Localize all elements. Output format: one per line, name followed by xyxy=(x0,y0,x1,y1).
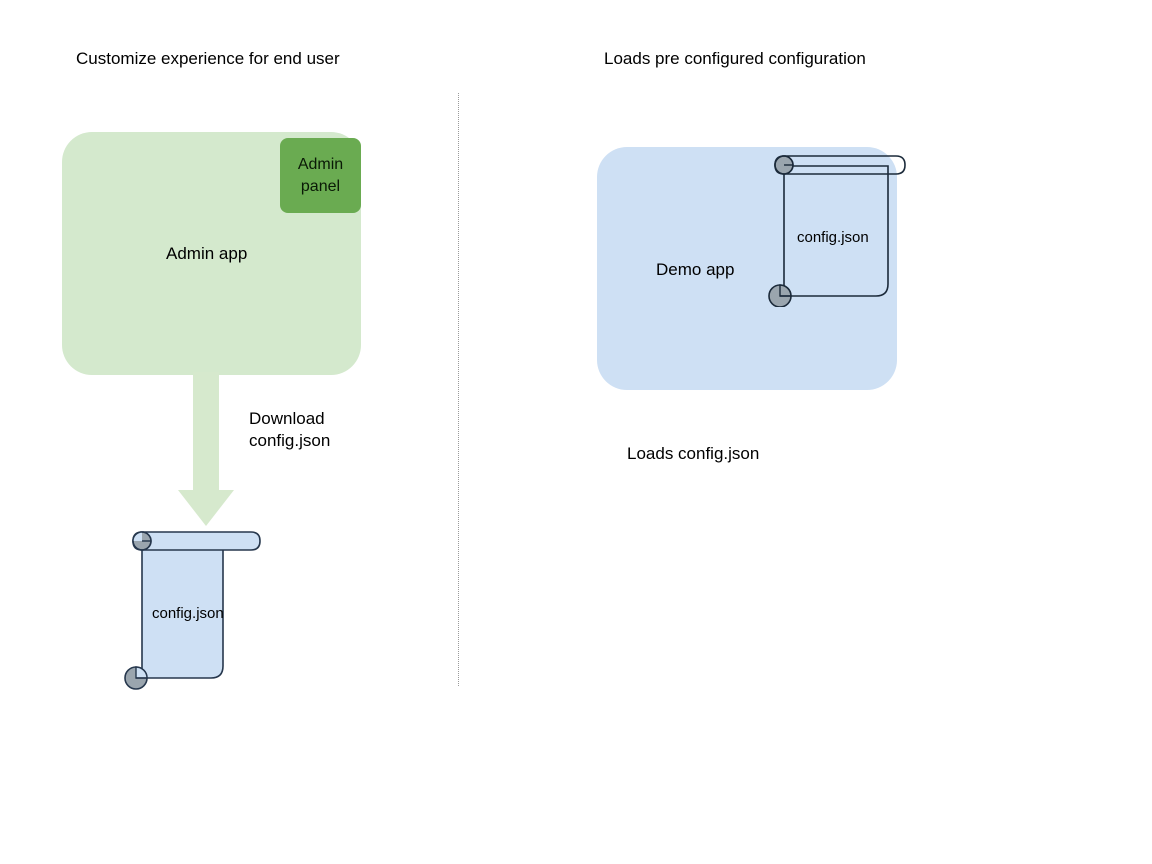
config-json-left-label: config.json xyxy=(152,605,224,622)
right-panel-title: Loads pre configured configuration xyxy=(604,49,866,68)
config-json-file-left[interactable] xyxy=(118,528,268,692)
admin-app-label: Admin app xyxy=(166,244,248,263)
download-arrow-icon xyxy=(178,372,234,526)
config-json-file-right[interactable] xyxy=(768,152,918,307)
config-json-right-label: config.json xyxy=(797,229,869,246)
panel-divider xyxy=(458,93,459,686)
admin-panel-label: Admin panel xyxy=(297,155,344,195)
demo-app-label: Demo app xyxy=(656,260,735,279)
demo-app-box[interactable] xyxy=(597,147,897,390)
left-panel-title: Customize experience for end user xyxy=(76,49,340,68)
loads-config-caption: Loads config.json xyxy=(627,444,760,463)
download-arrow-label: Download config.json xyxy=(249,409,331,450)
admin-panel-box[interactable]: Admin panel xyxy=(280,138,361,213)
